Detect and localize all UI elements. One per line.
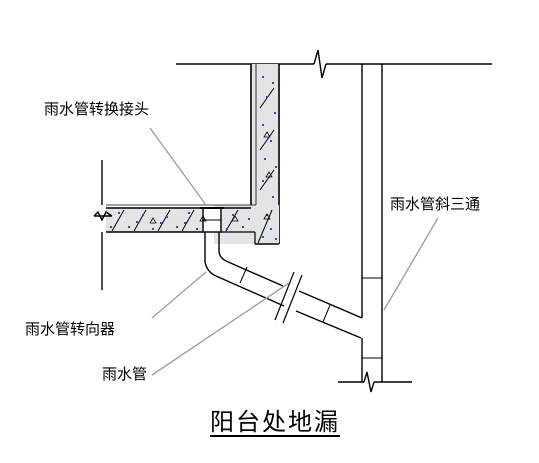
concrete-speck: [262, 76, 264, 78]
label-diverter: 雨水管转向器: [25, 320, 116, 338]
concrete-speck: [196, 228, 198, 230]
pipe-break-mark: [274, 271, 303, 324]
concrete-speck: [188, 212, 190, 214]
concrete-speck: [262, 124, 264, 126]
concrete-speck: [118, 212, 120, 214]
label-adapter: 雨水管转换接头: [44, 100, 150, 118]
concrete-speck: [262, 236, 264, 238]
concrete-speck: [270, 140, 272, 142]
concrete-speck: [176, 226, 178, 228]
top-slab-line: [176, 49, 492, 79]
concrete-speck: [270, 228, 272, 230]
concrete-speck: [136, 221, 138, 223]
concrete-speck: [248, 218, 250, 220]
concrete-speck: [166, 216, 168, 218]
concrete-speck: [264, 158, 266, 160]
adapter-fitting: [200, 207, 224, 233]
aggregate-mark: [265, 171, 273, 178]
aggregate-mark: [199, 215, 207, 222]
aggregate-mark: [231, 215, 239, 222]
concrete-specks: [110, 76, 277, 240]
drain-pipe: [204, 232, 363, 339]
stack-pipe: [361, 64, 383, 382]
concrete-speck: [128, 226, 130, 228]
concrete-speck: [262, 180, 264, 182]
aggregate-mark: [263, 213, 271, 220]
concrete-speck: [272, 196, 274, 198]
floor-slab: [106, 87, 279, 245]
concrete-speck: [266, 96, 268, 98]
concrete-speck: [160, 222, 162, 224]
label-tee: 雨水管斜三通: [390, 195, 481, 213]
concrete-speck: [232, 214, 234, 216]
concrete-speck: [110, 226, 112, 228]
left-wall: [93, 160, 113, 290]
diagram-title: 阳台处地漏: [210, 408, 340, 436]
concrete-speck: [142, 214, 144, 216]
concrete-speck: [184, 222, 186, 224]
concrete-speck: [226, 228, 228, 230]
concrete-speck: [275, 238, 277, 240]
leader-lines: [149, 127, 439, 376]
concrete-speck: [274, 112, 276, 114]
concrete-speck: [272, 82, 274, 84]
concrete-speck: [266, 214, 268, 216]
concrete-speck: [275, 166, 277, 168]
concrete-speck: [242, 226, 244, 228]
aggregate-mark: [263, 131, 271, 138]
bottom-break-line: [338, 371, 412, 393]
concrete-speck: [152, 228, 154, 230]
aggregate-mark: [149, 217, 157, 224]
label-pipe: 雨水管: [102, 365, 148, 383]
